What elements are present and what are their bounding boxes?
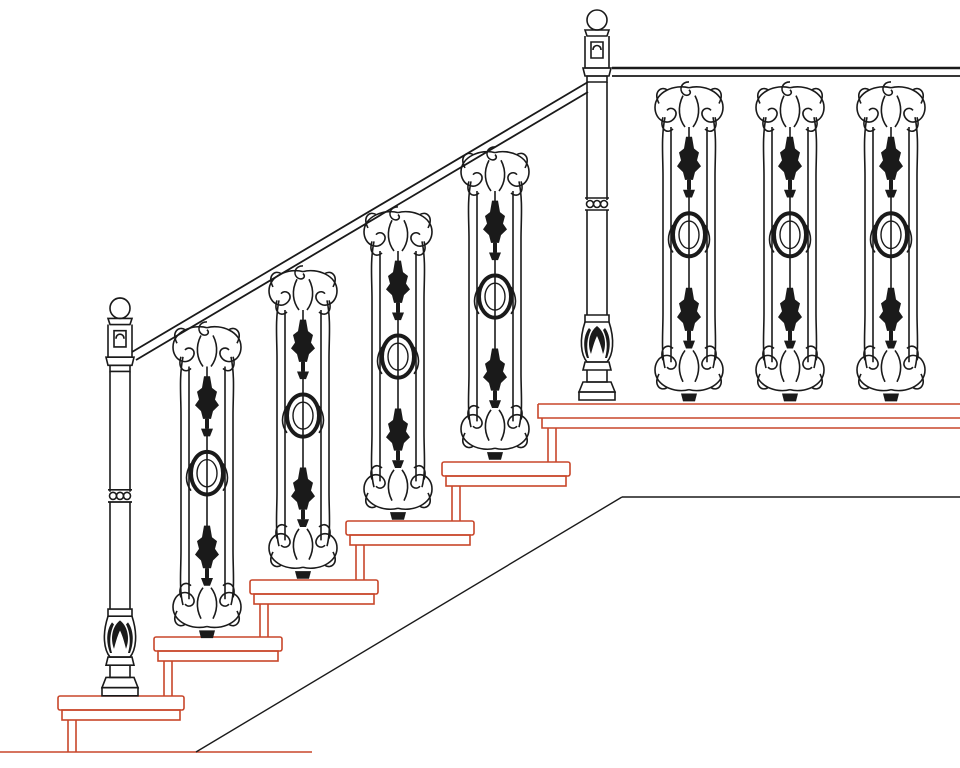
stair-baluster-1 [171,319,243,641]
stair-treads [0,403,960,753]
stair-stringer [195,496,960,753]
stair-tread-3 [249,579,379,637]
stair-tread-2 [153,636,283,696]
stair-tread-4 [345,520,475,580]
newel-post-lower [101,297,139,697]
landing-baluster-2 [754,79,826,404]
stair-baluster-4 [459,144,531,462]
stair-tread-1 [57,695,185,752]
landing-baluster-1 [653,79,725,404]
stair-baluster-2 [267,263,339,581]
landing-baluster-3 [855,79,927,404]
stair-baluster-3 [362,204,434,522]
stair-tread-5 [441,461,571,521]
newel-post-upper [578,9,616,401]
handrail [131,66,960,361]
stair-landing [537,403,960,462]
